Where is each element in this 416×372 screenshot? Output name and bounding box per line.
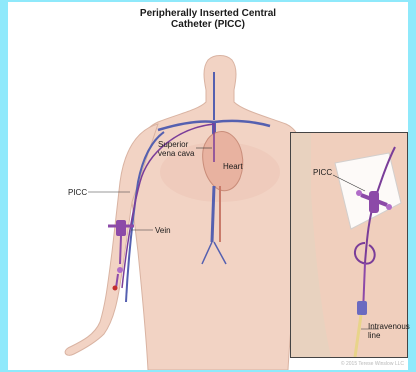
- label-picc-left: PICC: [68, 188, 87, 197]
- label-heart: Heart: [223, 162, 243, 171]
- label-iv-line-1: Intravenous: [368, 322, 410, 331]
- label-svc-line-1: Superior: [158, 140, 194, 149]
- copyright-credit: © 2015 Terese Winslow LLC: [341, 361, 404, 367]
- label-svc-line-2: vena cava: [158, 149, 194, 158]
- label-intravenous-line: Intravenous line: [368, 322, 410, 340]
- torso: [131, 56, 305, 371]
- inferior-vena-cava: [212, 186, 214, 242]
- red-cap: [113, 286, 118, 291]
- label-iv-line-2: line: [368, 331, 410, 340]
- inset-connector: [357, 301, 367, 315]
- diagram-canvas: Peripherally Inserted Central Catheter (…: [8, 2, 408, 370]
- label-superior-vena-cava: Superior vena cava: [158, 140, 194, 158]
- label-picc-inset: PICC: [313, 168, 332, 177]
- label-vein: Vein: [155, 226, 171, 235]
